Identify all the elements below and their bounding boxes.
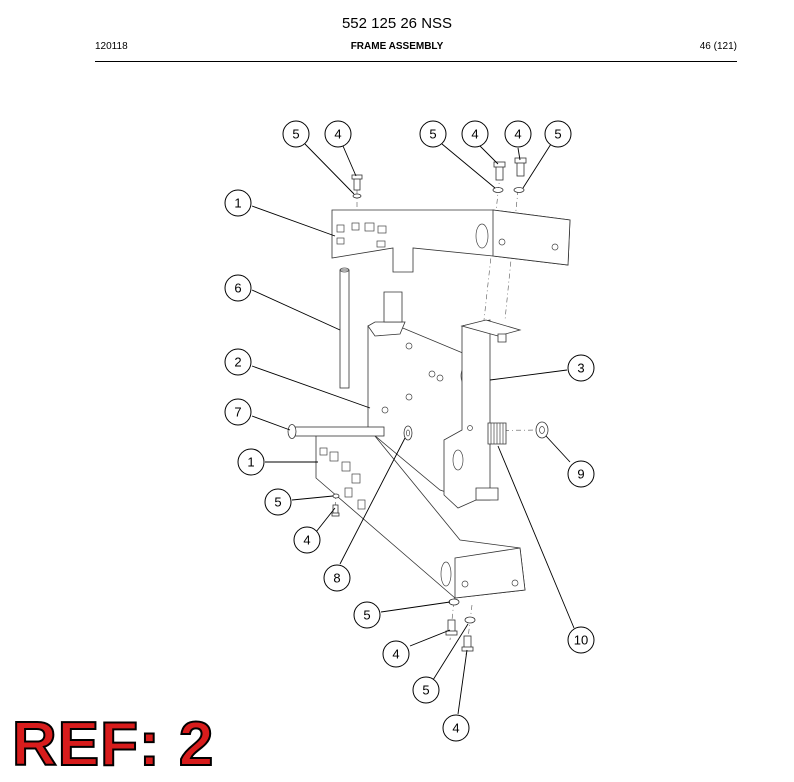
callout-bubble: 5 bbox=[412, 676, 440, 704]
callout-bubble: 3 bbox=[567, 354, 595, 382]
callout-bubble: 4 bbox=[293, 526, 321, 554]
svg-text:1: 1 bbox=[234, 196, 241, 211]
pin-assembly bbox=[287, 421, 549, 445]
svg-text:5: 5 bbox=[422, 683, 429, 698]
callout-bubble: 9 bbox=[567, 460, 595, 488]
callout-bubble: 4 bbox=[461, 120, 489, 148]
callout-bubble: 5 bbox=[419, 120, 447, 148]
top-screws bbox=[351, 157, 527, 199]
svg-text:4: 4 bbox=[334, 127, 341, 142]
date-code: 120118 bbox=[95, 41, 128, 52]
callout-group: 5 4 5 4 4 5 1 6 2 3 7 1 9 5 4 8 10 5 4 5… bbox=[224, 120, 595, 742]
svg-text:6: 6 bbox=[234, 281, 241, 296]
document-number: 552 125 26 NSS bbox=[341, 15, 453, 32]
callout-bubble: 6 bbox=[224, 274, 252, 302]
svg-text:4: 4 bbox=[452, 721, 459, 736]
svg-text:5: 5 bbox=[292, 127, 299, 142]
callout-bubble: 5 bbox=[282, 120, 310, 148]
svg-text:4: 4 bbox=[303, 533, 310, 548]
callout-bubble: 4 bbox=[442, 714, 470, 742]
svg-text:5: 5 bbox=[274, 495, 281, 510]
callout-bubble: 7 bbox=[224, 398, 252, 426]
callout-bubble: 5 bbox=[264, 488, 292, 516]
leader-lines bbox=[251, 143, 575, 715]
svg-text:5: 5 bbox=[554, 127, 561, 142]
svg-text:5: 5 bbox=[363, 608, 370, 623]
section-title: FRAME ASSEMBLY bbox=[350, 41, 444, 52]
svg-text:3: 3 bbox=[577, 361, 584, 376]
callout-bubble: 5 bbox=[544, 120, 572, 148]
callout-bubble: 2 bbox=[224, 348, 252, 376]
callout-bubble: 4 bbox=[504, 120, 532, 148]
svg-text:8: 8 bbox=[333, 571, 340, 586]
page-number: 46 (121) bbox=[699, 41, 737, 52]
bottom-screws bbox=[331, 493, 476, 652]
header-divider bbox=[95, 61, 737, 62]
callout-bubble: 10 bbox=[567, 626, 595, 654]
svg-text:2: 2 bbox=[234, 355, 241, 370]
ref-label: REF: 2 bbox=[11, 710, 215, 779]
upper-frame-member bbox=[331, 209, 571, 273]
svg-text:10: 10 bbox=[574, 633, 588, 648]
svg-text:4: 4 bbox=[471, 127, 478, 142]
svg-text:4: 4 bbox=[514, 127, 521, 142]
svg-text:9: 9 bbox=[577, 467, 584, 482]
callout-bubble: 5 bbox=[353, 601, 381, 629]
spacer-rod bbox=[339, 267, 350, 389]
svg-text:4: 4 bbox=[392, 647, 399, 662]
callout-bubble: 1 bbox=[224, 189, 252, 217]
svg-text:1: 1 bbox=[247, 455, 254, 470]
callout-bubble: 1 bbox=[237, 448, 265, 476]
callout-bubble: 8 bbox=[323, 564, 351, 592]
svg-text:5: 5 bbox=[429, 127, 436, 142]
callout-bubble: 4 bbox=[324, 120, 352, 148]
lower-frame-member bbox=[315, 427, 526, 599]
svg-text:7: 7 bbox=[234, 405, 241, 420]
callout-bubble: 4 bbox=[382, 640, 410, 668]
